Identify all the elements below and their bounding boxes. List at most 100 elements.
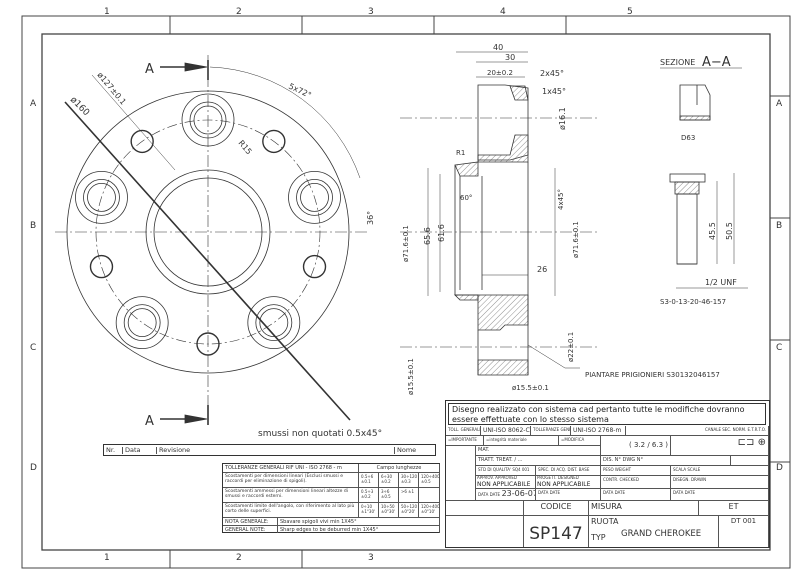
roughness-symbol: ( 3.2 / 6.3 ) (601, 436, 671, 456)
dim: 30 (505, 53, 515, 62)
et-label: ET (699, 501, 769, 516)
date-label: DATA DATE (601, 489, 671, 501)
tolerance-row-label: Scostamenti limite dell'angolo, con rife… (223, 503, 359, 518)
zone-number: 4 (500, 7, 506, 17)
revision-nr: Nr. (106, 446, 116, 454)
bolt-hole (262, 129, 286, 154)
zone-number: 5 (627, 7, 633, 17)
checked-label: CONTR. CHECKED (601, 476, 671, 489)
tolerance-row-label: Scostamenti per dimensioni lineari (Escl… (223, 473, 359, 488)
dim: 60° (460, 194, 472, 202)
tolerance-value: >6 ±1 (399, 488, 419, 503)
dim: ø15.5±0.1 (512, 384, 549, 392)
dim: 26 (537, 265, 547, 274)
section-title: SEZIONE (660, 58, 695, 67)
tolerance-table: TOLLERANZE GENERALI RIF UNI - ISO 2768 -… (222, 463, 440, 533)
zone-letter: C (776, 343, 782, 353)
zone-letter: B (30, 221, 36, 231)
legend-modify: =MODIFICA (559, 436, 601, 446)
bolt-hole (89, 254, 114, 279)
stud-boss (75, 170, 128, 224)
date-value: 23-06-07 (501, 489, 536, 498)
stud-boss (247, 296, 301, 350)
model-name: GRAND CHEROKEE (621, 529, 702, 539)
part-code: SP147 (524, 516, 589, 547)
dim: 2x45° (540, 69, 564, 78)
section-label: A−A (702, 55, 731, 70)
dim-outer-diameter: ø160 (68, 95, 91, 118)
blank-cell (731, 456, 769, 466)
stud-boss (288, 170, 341, 224)
date-label: DATA DATE (671, 489, 769, 501)
code-label: CODICE (524, 501, 589, 516)
stud-boss (296, 178, 333, 216)
blank-cell (446, 516, 524, 547)
stud-boss (255, 304, 293, 342)
bolt-hole (302, 254, 327, 279)
zone-number: 2 (236, 553, 242, 563)
date-row: DATA DATE 23-06-07 (476, 489, 536, 501)
wheel-label: RUOTA (591, 517, 619, 526)
stud-press-note: PIANTARE PRIGIONIERI S30132046157 (585, 371, 720, 379)
section-detail (660, 67, 748, 289)
sheet-number: DT 001 (719, 516, 769, 547)
zone-number: 2 (236, 7, 242, 17)
bolt-holes (89, 129, 327, 356)
zone-letter: B (776, 221, 782, 231)
stud-boss (259, 308, 289, 338)
tolerance-title: TOLLERANZE GENERALI RIF UNI - ISO 2768 -… (223, 464, 359, 473)
revision-name: Nome (394, 446, 416, 455)
date-label: DATA DATE (478, 492, 500, 497)
bolt-hole (196, 332, 220, 356)
revision-date: Data (122, 446, 141, 455)
stud-boss (300, 182, 329, 212)
section-view-dims: 40 30 20±0.2 2x45° 1x45° ø16.1 R1 60° ø7… (402, 43, 720, 395)
note-en: Sharp edges to be deburred min 1X45° (278, 526, 440, 533)
thread-label: 1/2 UNF (705, 278, 737, 287)
tolerance-value: 50÷120 ±0°20' (399, 503, 419, 518)
model-cell: RUOTA TYP GRAND CHEROKEE (589, 516, 719, 547)
tolerance-value: 6÷30 ±0.2 (379, 473, 399, 488)
size-label: MISURA (589, 501, 699, 516)
stud-boss (87, 182, 116, 212)
dim: 50.5 (725, 222, 734, 240)
legend-integrity: =integrità materiale (484, 436, 559, 446)
dim: 45.5 (708, 222, 717, 240)
treatment-row: TRATT. TREAT. / ... (476, 456, 601, 466)
detail-labels: SEZIONE A−A D63 45.5 50.5 1/2 UNF S3-0-1… (660, 55, 737, 306)
front-view (55, 55, 370, 425)
dim-radius: R15 (236, 139, 253, 157)
zone-numbers: 1 2 3 4 5 1 2 3 (104, 7, 633, 563)
dim: 1x45° (542, 87, 566, 96)
zone-letter: C (30, 343, 36, 353)
zone-letter: A (776, 99, 783, 109)
dim: 4x45° (557, 189, 565, 210)
tolerance-value: 30÷120 ±0.3 (399, 473, 419, 488)
range-header: Campo lunghezze (359, 464, 440, 473)
note-en-label: GENERAL NOTE: (223, 526, 278, 533)
approved-value: NON APPLICABILE (477, 480, 531, 488)
quality-std: STD DI QUALITA' SQ4 001 (476, 466, 536, 476)
drawing-number-label: DIS. N° DWG N° (601, 456, 731, 466)
zone-letters: A B C D A B C D (30, 99, 783, 473)
dim: ø16.1 (558, 107, 567, 130)
section-line (64, 101, 351, 421)
zone-number: 3 (368, 7, 374, 17)
legend-important: =IMPORTANTE (446, 436, 484, 446)
dim: 40 (493, 43, 503, 52)
revision-label: Revisione (156, 446, 190, 455)
blank-cell (446, 446, 476, 501)
tolerance-value: 120÷400 ±0.5 (419, 473, 440, 488)
stud-boss (189, 101, 227, 139)
dim: ø22±0.1 (567, 332, 575, 362)
date-label: DATA DATE (536, 489, 601, 501)
tolerance-row-label: Scostamenti ammessi per dimensioni linea… (223, 488, 359, 503)
bolt-hole (130, 129, 154, 154)
dim: R1 (456, 149, 465, 157)
dim: 61.6 (437, 224, 446, 242)
blank-cell (446, 501, 524, 516)
zone-letter: A (30, 99, 37, 109)
stud-boss (83, 178, 120, 216)
